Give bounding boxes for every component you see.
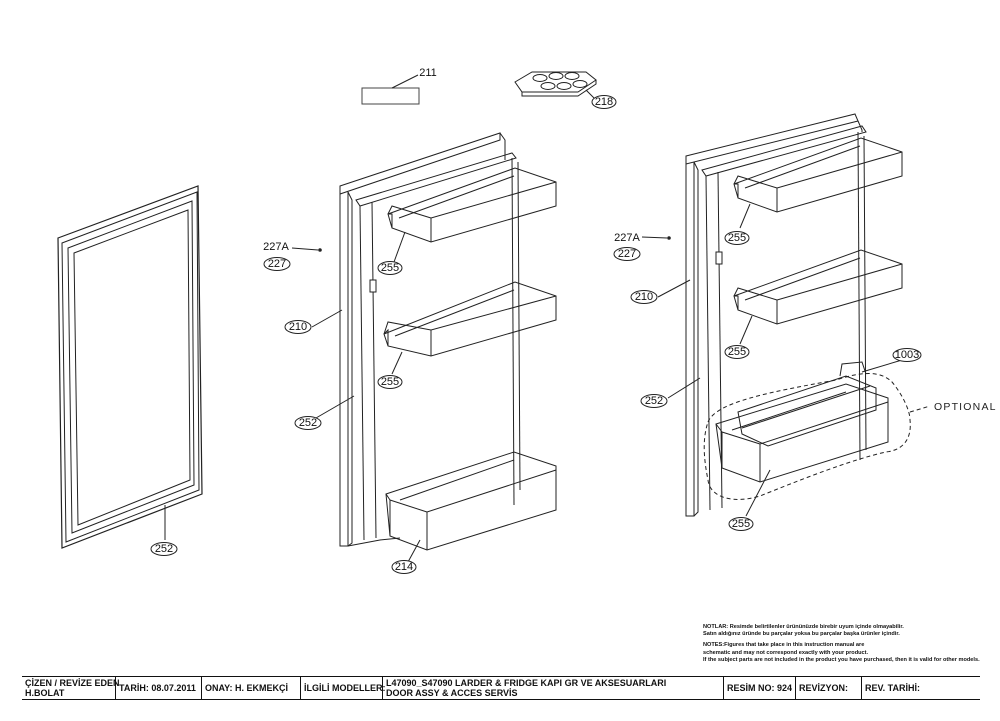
cell-revision-date: REV. TARİHİ: [861,677,980,699]
notes-block: NOTLAR: Resimde belirtilenler ürününüzde… [703,624,998,664]
part-210-door-right [657,113,867,517]
revision-label: REVİZYON: [799,683,849,693]
part-211-plate [361,74,420,105]
callout-252-gasket: 252 [155,543,173,555]
part-255-shelf-right-top [733,137,903,229]
optional-outline [703,373,931,500]
models-label: İLGİLİ MODELLER: [304,683,386,693]
cell-drawn-by: ÇİZEN / REVİZE EDEN H.BOLAT [22,677,120,699]
cell-date: TARİH: 08.07.2011 [115,677,201,699]
callout-252-right: 252 [645,395,663,407]
notes-line-2: Satın aldığınız üründe bu parçalar yoksa… [703,631,900,638]
notes-line-1: NOTLAR: Resimde belirtilenler ürününüzde… [703,624,904,630]
title-block: ÇİZEN / REVİZE EDEN H.BOLAT TARİH: 08.07… [22,676,980,700]
callout-252-left: 252 [299,417,317,429]
part-255-shelf-right-mid [733,249,903,345]
callout-255-left-top: 255 [381,262,399,274]
callout-227-right: 227 [618,248,636,260]
drawing-title-en: DOOR ASSY & ACCES SERVİS [386,688,518,698]
callout-1003: 1003 [895,349,919,361]
approval-value: ONAY: H. EKMEKÇİ [205,683,289,693]
notes-line-3: NOTES:Figures that take place in this in… [703,642,865,649]
part-255-shelf-left-top [387,167,557,263]
date-value: TARİH: 08.07.2011 [119,683,196,693]
part-218-egg-tray [514,71,597,101]
notes-line-4: schematic and may not correspond exactly… [703,649,869,656]
callout-255-left-mid: 255 [381,376,399,388]
part-255-bin-right [715,383,889,517]
cell-revision: REVİZYON: [795,677,861,699]
callout-214: 214 [395,561,413,573]
cell-drawing-no: RESİM NO: 924 [723,677,795,699]
callout-218: 218 [595,96,613,108]
callout-227a-right: 227A [614,232,640,244]
callout-255-right-mid: 255 [728,346,746,358]
part-227a-marker-right [641,236,671,240]
part-227a-marker-left [291,247,322,252]
part-252-gasket [57,185,203,549]
revision-date-label: REV. TARİHİ: [865,683,921,693]
callout-210-left: 210 [289,321,307,333]
callout-255-right-top: 255 [728,232,746,244]
callout-255-right-bottom: 255 [732,518,750,530]
part-255-shelf-left-mid [383,281,557,375]
callout-227-left: 227 [268,258,286,270]
notes-line-5: If the subject parts are not included in… [703,656,980,663]
callout-227a-left: 227A [263,241,289,253]
drawing-title-tr: L47090_S47090 LARDER & FRIDGE KAPI GR VE… [386,678,667,688]
cell-models-label: İLGİLİ MODELLER: [300,677,386,699]
cell-drawing-title: L47090_S47090 LARDER & FRIDGE KAPI GR VE… [382,677,723,699]
drawing-number: RESİM NO: 924 [727,683,793,693]
part-1003-divider [737,359,903,447]
optional-label: OPTIONAL [934,401,997,413]
callout-210-right: 210 [635,291,653,303]
callout-211: 211 [419,67,437,79]
drawn-by-name: H.BOLAT [25,688,65,698]
drawn-by-label: ÇİZEN / REVİZE EDEN [25,678,120,688]
part-214-bin [385,451,557,563]
cell-approval: ONAY: H. EKMEKÇİ [201,677,300,699]
